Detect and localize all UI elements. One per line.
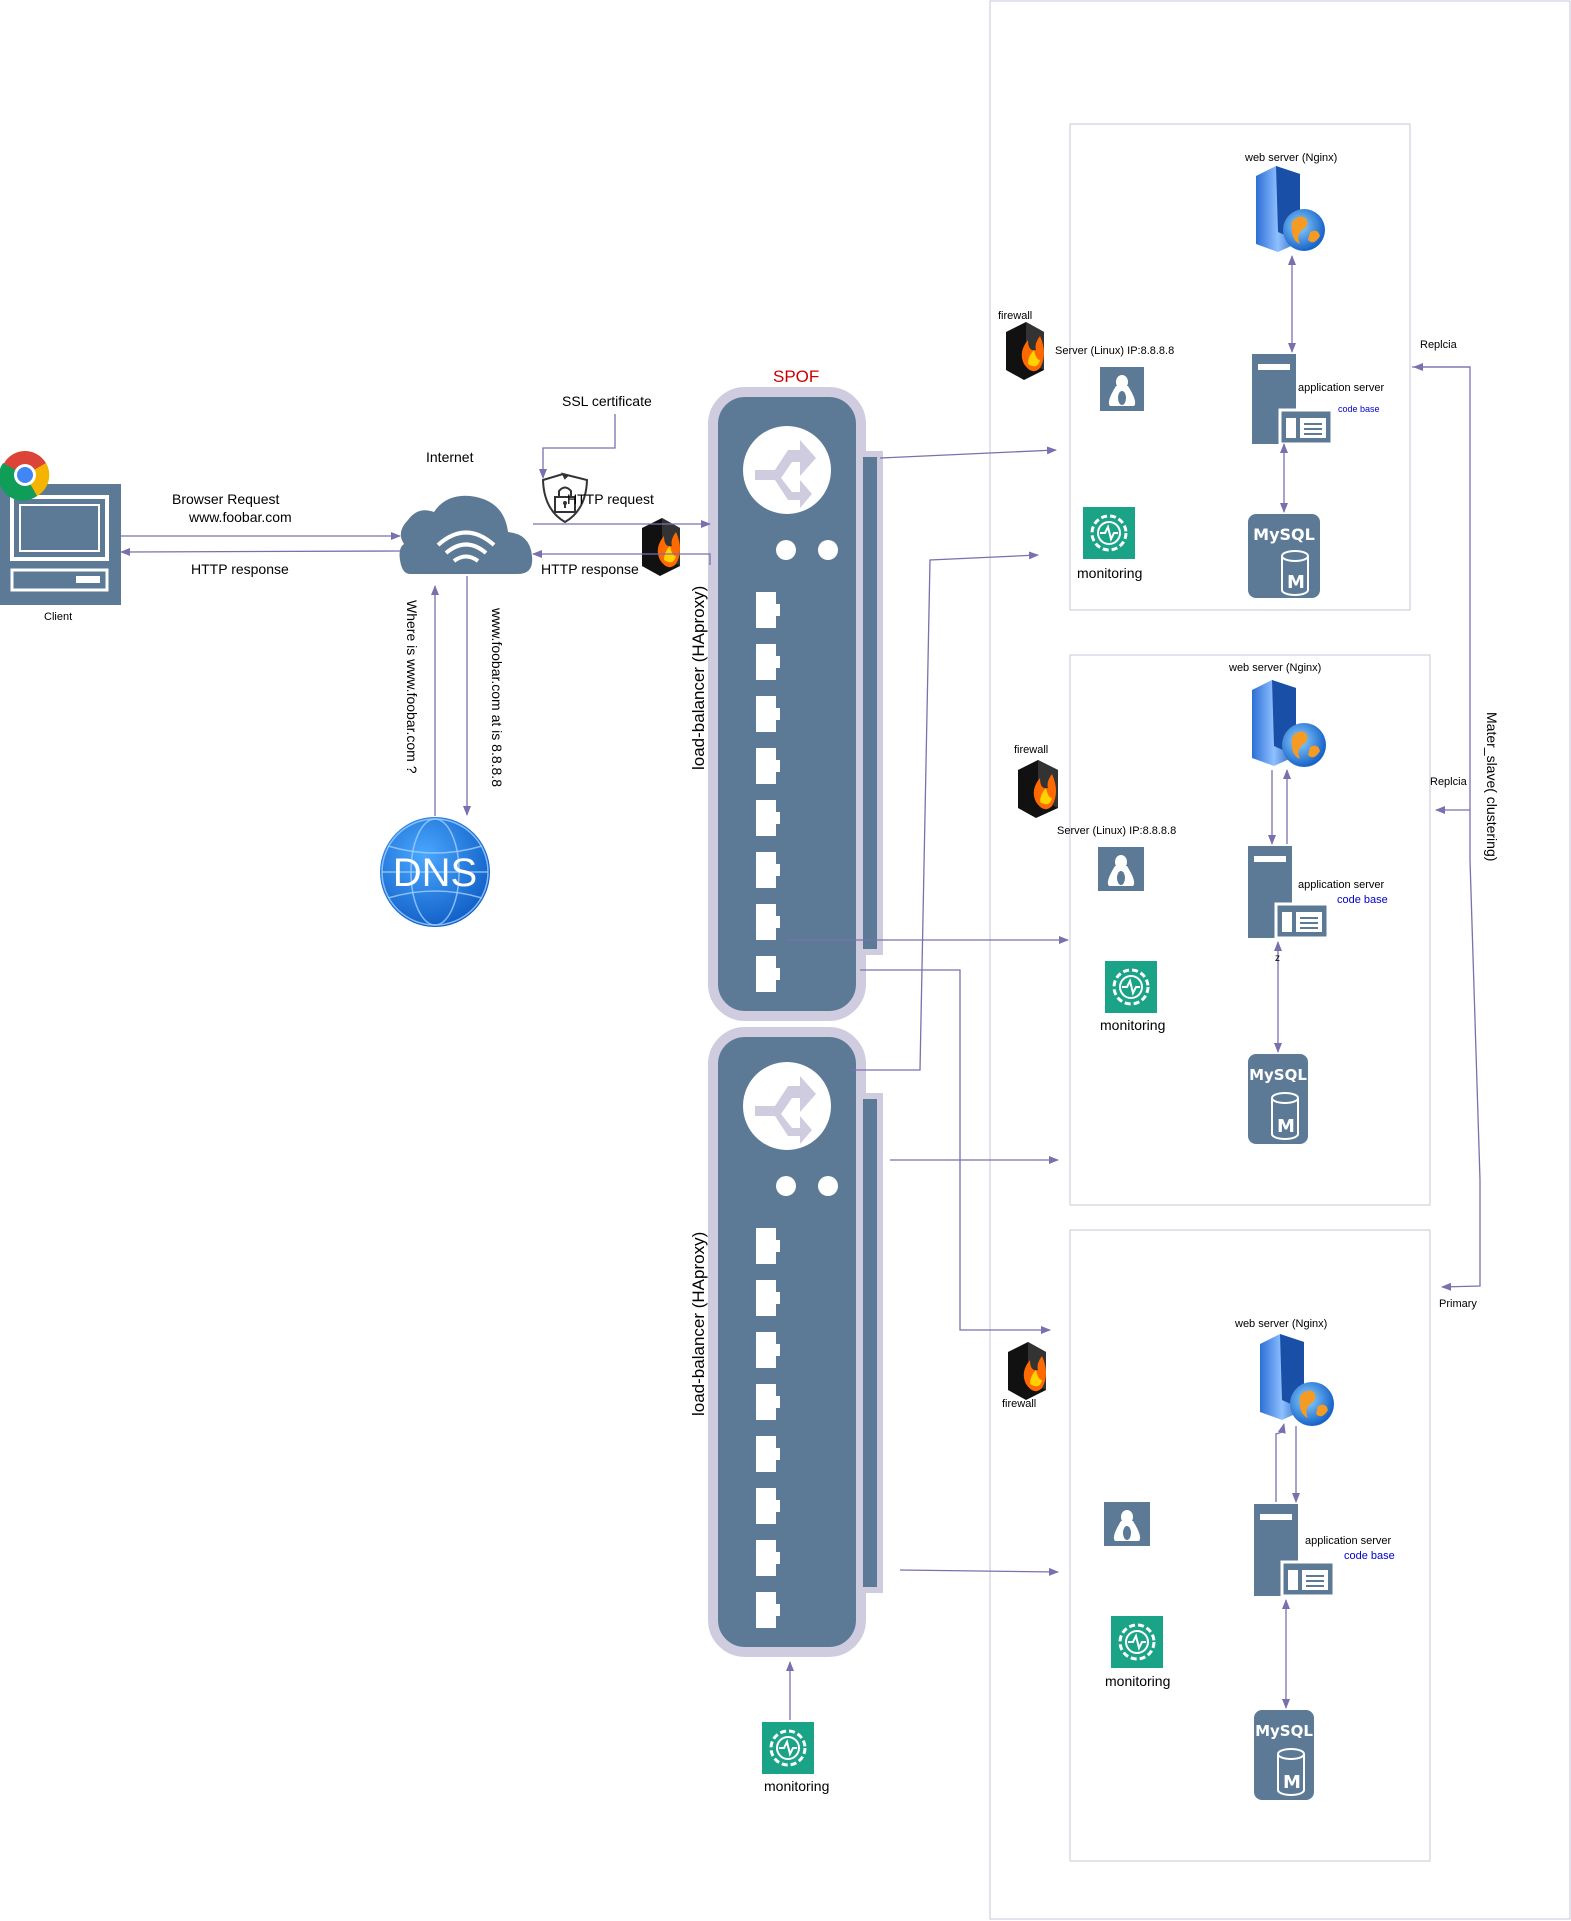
mysql-icon-3: MySQL M [1254,1710,1314,1800]
code-base-label-1: code base [1338,404,1380,414]
web-server-label-2: web server (Nginx) [1229,662,1322,674]
svg-text:M: M [1287,572,1305,593]
lb-monitoring-label: monitoring [764,1778,830,1794]
http-request-label: HTTP request [567,491,654,507]
server-os-label-2: Server (Linux) IP:8.8.8.8 [1057,825,1177,837]
web-server-label-3: web server (Nginx) [1235,1318,1328,1330]
marker-label-2: z [1275,953,1280,964]
server-box-1 [1069,123,1411,611]
svg-text:MySQL: MySQL [1253,525,1315,544]
monitoring-icon-2 [1105,961,1157,1013]
load-balancer-2-label: load-balancer (HAproxy) [689,1231,708,1416]
cluster-label: Mater_slave( clustering) [1484,712,1500,862]
server-box-2 [1069,654,1431,1206]
chrome-icon [0,451,50,501]
firewall-icon-3 [1008,1342,1046,1400]
internet-label: Internet [426,449,474,465]
cluster-container [989,0,1571,1920]
role-label-1: Replcia [1420,339,1457,351]
role-label-3: Primary [1439,1298,1477,1310]
firewall-label-3: firewall [1002,1398,1037,1410]
connectors [120,255,1481,1720]
mysql-icon-2: MySQL M [1248,1054,1308,1144]
firewall-icon-lb [642,518,680,576]
firewall-icon-2 [1018,760,1058,818]
mysql-icon-1: MySQL M [1248,514,1320,598]
load-balancer-1-device [708,387,883,1021]
app-server-label-3: application server [1305,1535,1392,1547]
dns-globe-icon [380,817,490,927]
linux-icon-3 [1104,1502,1150,1546]
web-server-label-1: web server (Nginx) [1245,152,1338,164]
monitoring-icon-1 [1083,507,1135,559]
domain-label: www.foobar.com [189,509,292,525]
svg-text:MySQL: MySQL [1255,1722,1313,1740]
linux-icon-1 [1100,367,1144,411]
monitoring-label-1: monitoring [1077,565,1143,581]
app-server-icon-1 [1252,354,1334,446]
code-base-label-3: code base [1344,1550,1395,1562]
svg-text:M: M [1277,1116,1295,1137]
monitoring-icon-lb [762,1722,814,1774]
svg-text:MySQL: MySQL [1249,1066,1307,1084]
dns-label: DNS [393,851,477,895]
ssl-lock-icon [541,472,589,524]
app-server-icon-3 [1254,1504,1336,1598]
app-server-label-2: application server [1298,879,1385,891]
http-response-client-label: HTTP response [191,561,289,577]
firewall-icon-1 [1006,322,1044,380]
app-server-label-1: application server [1298,382,1385,394]
server-box-3 [1069,1229,1431,1862]
load-balancer-1-label: load-balancer (HAproxy) [689,585,708,770]
client-computer-icon [0,484,121,605]
linux-icon-2 [1098,847,1144,891]
web-server-icon-2 [1252,680,1326,767]
browser-request-label: Browser Request [172,491,280,507]
http-response-lb-label: HTTP response [541,561,639,577]
monitoring-label-2: monitoring [1100,1017,1166,1033]
monitoring-icon-3 [1111,1616,1163,1668]
dns-query-label: Where is www.foobar.com ? [404,600,420,774]
app-server-icon-2 [1248,846,1330,940]
web-server-icon-1 [1256,166,1325,252]
internet-cloud-icon [399,495,533,574]
monitoring-label-3: monitoring [1105,1673,1171,1689]
dns-answer-label: www.foobar.com at is 8.8.8.8 [489,608,505,787]
client-label: Client [44,611,73,623]
server-os-label-1: Server (Linux) IP:8.8.8.8 [1055,345,1175,357]
role-label-2: Replcia [1430,776,1467,788]
firewall-label-1: firewall [998,310,1033,322]
svg-text:M: M [1283,1772,1301,1793]
load-balancer-2-device [708,1027,883,1657]
ssl-certificate-label: SSL certificate [562,393,652,409]
web-server-icon-3 [1260,1334,1334,1426]
spof-label: SPOF [773,367,820,386]
code-base-label-2: code base [1337,894,1388,906]
firewall-label-2: firewall [1014,744,1049,756]
